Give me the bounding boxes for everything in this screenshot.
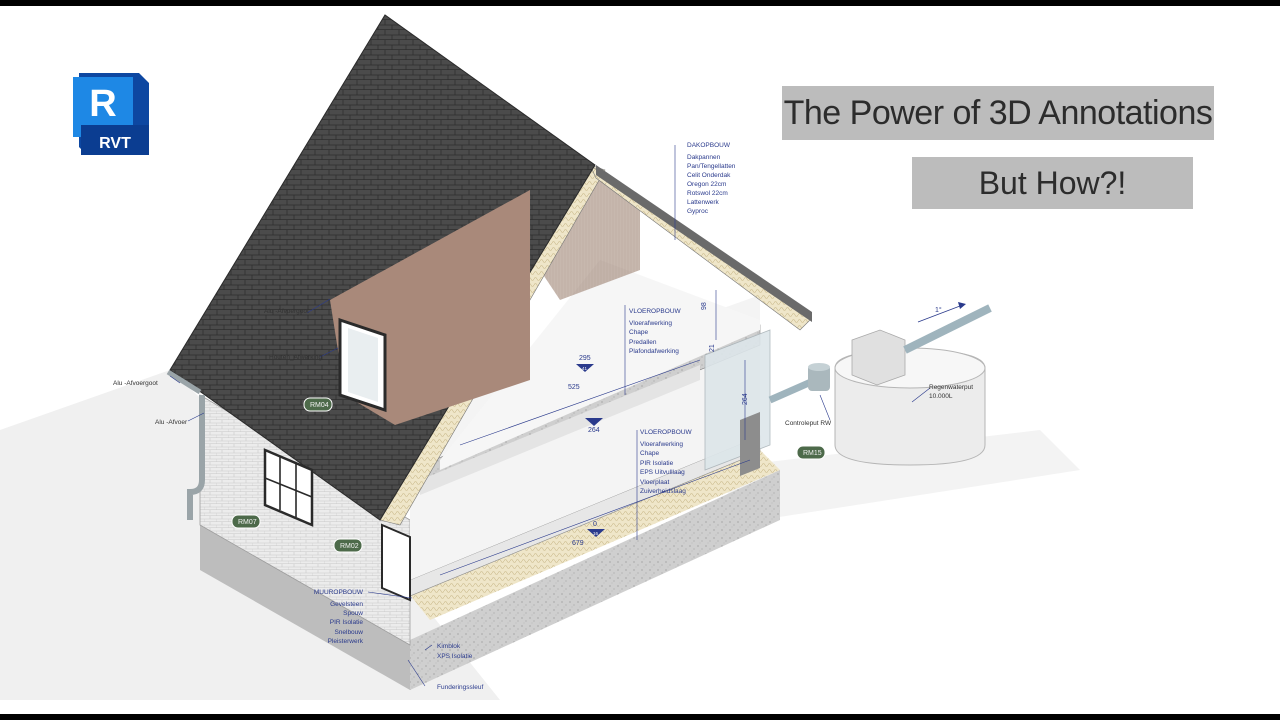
level-2-top: 264 bbox=[588, 427, 600, 434]
dim-21: 21 bbox=[709, 344, 716, 352]
level-3-bottom: 16 bbox=[593, 531, 599, 536]
dim-98: 98 bbox=[701, 302, 708, 310]
dim-525: 525 bbox=[568, 384, 580, 391]
room-tag-rm04: RM04 bbox=[303, 397, 333, 412]
level-marker-1: 295 41 bbox=[576, 355, 594, 372]
logo-text: RVT bbox=[99, 135, 131, 152]
leader-lines bbox=[169, 145, 931, 687]
label-houten-afwerking: Houten_Afwerking bbox=[269, 354, 322, 361]
label-controleput: Controleput RW bbox=[785, 420, 832, 427]
dim-264: 264 bbox=[742, 393, 749, 405]
tank-lid bbox=[851, 329, 906, 386]
label-regenwaterput: Regenwaterput bbox=[929, 384, 973, 391]
muuropbouw-heading: MUUROPBOUW bbox=[314, 589, 364, 596]
attic-room bbox=[440, 260, 760, 470]
vloeropbouw-2-item: Vloerplaat bbox=[640, 479, 669, 486]
vloeropbouw-1-item: Chape bbox=[629, 329, 649, 336]
label-kimblok: Kimblok bbox=[437, 643, 461, 650]
side-window bbox=[381, 523, 411, 602]
muuropbouw-item: Pleisterwerk bbox=[328, 638, 364, 645]
dim-679: 679 bbox=[572, 540, 584, 547]
vloeropbouw-1-heading: VLOEROPBOUW bbox=[629, 308, 682, 315]
control-well bbox=[808, 365, 830, 391]
label-alu-afvoer: Alu -Afvoer bbox=[155, 419, 188, 426]
logo-letter: R bbox=[89, 83, 116, 125]
inflow-pipe bbox=[903, 304, 992, 354]
column bbox=[740, 412, 760, 476]
dakopbouw-item: Rotswol 22cm bbox=[687, 190, 728, 197]
room-tag-rm15-label: RM15 bbox=[803, 450, 822, 457]
title-subtitle: But How?! bbox=[912, 157, 1193, 209]
level-marker-2: 264 bbox=[585, 418, 603, 434]
control-well-top bbox=[808, 363, 830, 371]
dakopbouw-heading: DAKOPBOUW bbox=[687, 142, 731, 149]
annotation-muuropbouw: MUUROPBOUW Gevelsteen Spouw PIR Isolatie… bbox=[314, 589, 364, 645]
muuropbouw-item: Spouw bbox=[343, 610, 363, 617]
foundation-section bbox=[410, 470, 780, 690]
vloeropbouw-2-item: Chape bbox=[640, 450, 660, 457]
room-tag-rm04-label: RM04 bbox=[310, 402, 329, 409]
muuropbouw-item: Gevelsteen bbox=[330, 601, 363, 608]
label-xps-isolatie: XPS Isolatie bbox=[437, 653, 473, 660]
label-alu-afvoergoot: Alu -Afvoergoot bbox=[113, 380, 158, 387]
vloeropbouw-2-item: Vloerafwerking bbox=[640, 441, 683, 448]
dimension-lines bbox=[439, 290, 751, 576]
muuropbouw-item: PIR Isolatie bbox=[330, 619, 364, 626]
revit-logo-icon: R RVT bbox=[73, 73, 149, 155]
label-funderingssleuf: Funderingssleuf bbox=[437, 684, 483, 691]
dakopbouw-item: Oregon 22cm bbox=[687, 181, 726, 188]
room-tag-rm07: RM07 bbox=[231, 514, 261, 529]
level-marker-3: 0 16 bbox=[587, 521, 605, 537]
slope-label: 1° bbox=[935, 306, 942, 314]
first-floor-finish bbox=[420, 365, 700, 495]
room-tag-rm07-label: RM07 bbox=[238, 519, 257, 526]
level-1-top: 295 bbox=[579, 355, 591, 362]
dakopbouw-item: Gyproc bbox=[687, 208, 709, 215]
muuropbouw-item: Snelbouw bbox=[334, 629, 363, 636]
dakopbouw-item: Lattenwerk bbox=[687, 199, 720, 206]
vloeropbouw-2-item: PIR Isolatie bbox=[640, 460, 674, 467]
slope-arrow-head bbox=[958, 302, 966, 309]
level-1-bottom: 41 bbox=[582, 366, 588, 371]
annotation-dakopbouw: DAKOPBOUW Dakpannen Pan/Tengellatten Cel… bbox=[687, 142, 736, 215]
facade-window-frame bbox=[264, 457, 313, 517]
annotation-vloeropbouw-1: VLOEROPBOUW Vloerafwerking Chape Predall… bbox=[629, 308, 682, 355]
bottom-border bbox=[0, 714, 1280, 720]
ground-shadow-right bbox=[700, 430, 1080, 520]
vloeropbouw-1-item: Predallen bbox=[629, 339, 657, 346]
room-tag-rm02: RM02 bbox=[333, 538, 363, 553]
vloeropbouw-2-heading: VLOEROPBOUW bbox=[640, 429, 693, 436]
foundation-wall bbox=[200, 520, 410, 690]
room-tag-rm02-label: RM02 bbox=[340, 543, 359, 550]
gutter bbox=[166, 369, 202, 395]
label-regenwaterput-volume: 10.000L bbox=[929, 393, 953, 400]
roof-structure bbox=[520, 175, 640, 300]
dakopbouw-item: Celit Onderdak bbox=[687, 172, 731, 179]
annotation-vloeropbouw-2: VLOEROPBOUW Vloerafwerking Chape PIR Iso… bbox=[640, 429, 693, 495]
vloeropbouw-2-item: EPS Uitvulllaag bbox=[640, 469, 685, 476]
roof-edge bbox=[596, 165, 812, 322]
downpipe bbox=[187, 395, 205, 520]
dormer-glass bbox=[348, 328, 378, 402]
top-border bbox=[0, 0, 1280, 6]
vloeropbouw-2-item: Zuiverheidslaag bbox=[640, 488, 686, 495]
dakopbouw-item: Pan/Tengellatten bbox=[687, 163, 736, 170]
dakopbouw-item: Dakpannen bbox=[687, 154, 721, 161]
level-3-top: 0 bbox=[593, 521, 597, 528]
vloeropbouw-1-item: Vloerafwerking bbox=[629, 320, 672, 327]
room-tag-rm15: RM15 bbox=[796, 445, 826, 460]
label-alu-afvoergoot-dormer: Alu -Afvoergoot bbox=[264, 308, 309, 315]
slope-arrow bbox=[917, 305, 961, 323]
vloeropbouw-1-item: Plafondafwerking bbox=[629, 348, 679, 355]
title-main: The Power of 3D Annotations bbox=[782, 86, 1214, 140]
